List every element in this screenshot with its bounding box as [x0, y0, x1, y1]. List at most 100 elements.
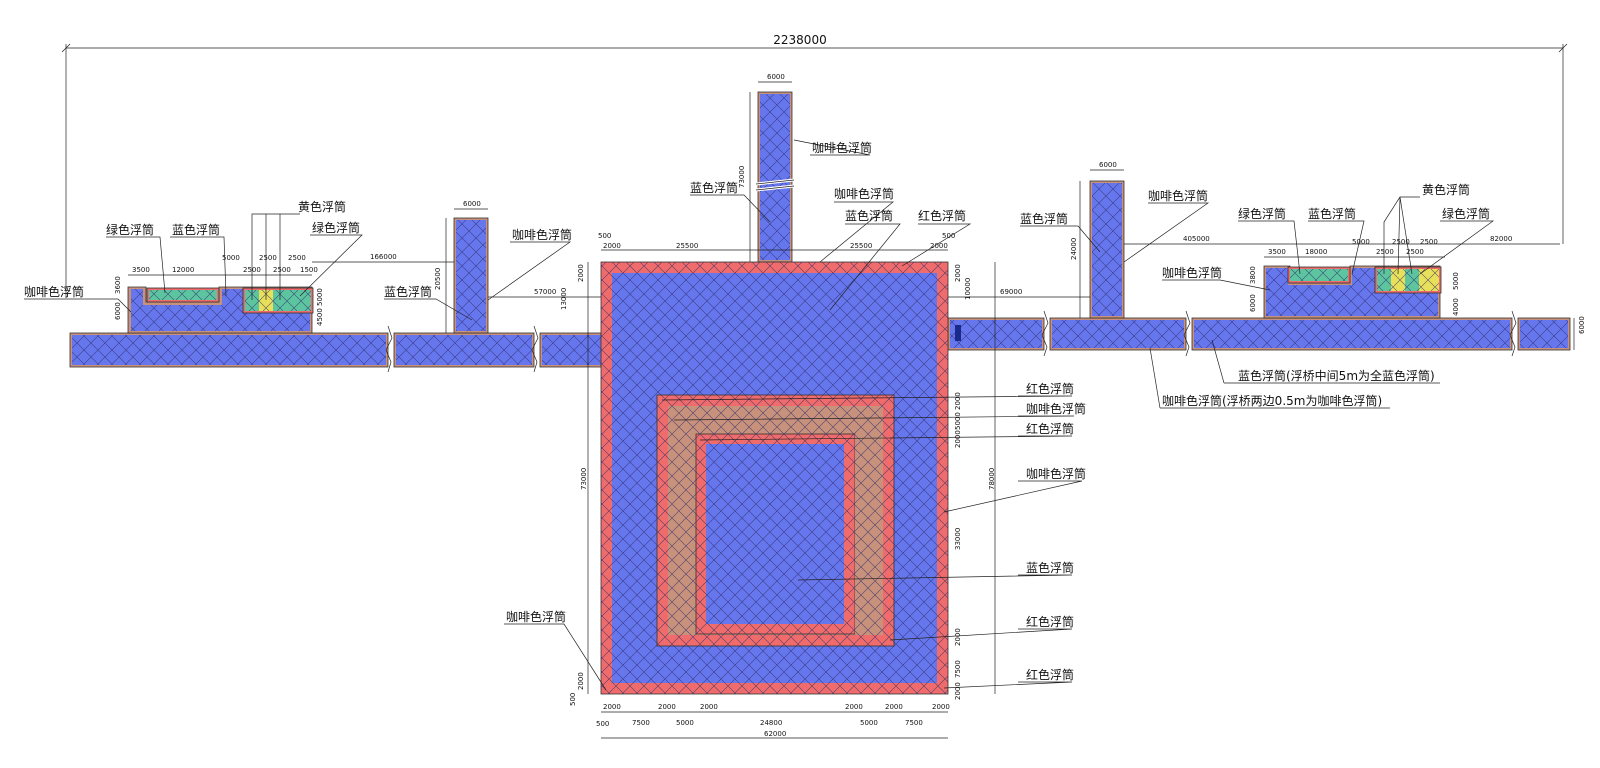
label-bridge-coffee-note: 咖啡色浮筒(浮桥两边0.5m为咖啡色浮筒): [1162, 393, 1382, 408]
left-side-platform: 3500 12000 5000 2500 2500 2500 2500 1500…: [114, 253, 454, 334]
svg-text:3500: 3500: [132, 266, 150, 274]
svg-text:500: 500: [942, 232, 955, 240]
svg-text:3600: 3600: [114, 276, 122, 294]
label-blue-left-platform: 蓝色浮筒: [172, 222, 220, 237]
svg-text:6000: 6000: [1099, 161, 1117, 169]
label-yellow-right: 黄色浮筒: [1422, 182, 1470, 197]
svg-text:6000: 6000: [767, 73, 785, 81]
label-blue-left-arm: 蓝色浮筒: [384, 284, 432, 299]
svg-text:5000: 5000: [676, 719, 694, 727]
svg-text:73000: 73000: [738, 166, 746, 188]
svg-text:2000: 2000: [954, 628, 962, 646]
svg-text:2000: 2000: [603, 703, 621, 711]
svg-text:2000: 2000: [577, 264, 585, 282]
label-red-inner-1: 红色浮筒: [1026, 381, 1074, 396]
svg-text:2500: 2500: [1406, 248, 1424, 256]
label-blue-inner: 蓝色浮筒: [1026, 560, 1074, 575]
svg-text:5000: 5000: [222, 254, 240, 262]
svg-text:3800: 3800: [1249, 266, 1257, 284]
svg-text:500: 500: [569, 693, 577, 706]
svg-text:6000: 6000: [114, 302, 122, 320]
svg-text:5000: 5000: [1352, 238, 1370, 246]
svg-text:2000: 2000: [700, 703, 718, 711]
overall-dimension-text: 2238000: [773, 33, 826, 47]
svg-text:2000: 2000: [658, 703, 676, 711]
svg-text:73000: 73000: [580, 468, 588, 490]
label-yellow-left: 黄色浮筒: [298, 199, 346, 214]
svg-text:6000: 6000: [463, 200, 481, 208]
svg-text:12000: 12000: [172, 266, 194, 274]
label-green-right-2: 绿色浮筒: [1442, 206, 1490, 221]
left-vertical-arm: 6000 20500 57000: [434, 200, 601, 334]
label-coffee-top-arm: 咖啡色浮筒: [812, 140, 872, 155]
label-green-right: 绿色浮筒: [1238, 206, 1286, 221]
svg-text:2500: 2500: [259, 254, 277, 262]
label-blue-right-platform: 蓝色浮筒: [1308, 206, 1356, 221]
overall-dimension: 2238000: [61, 33, 1568, 298]
svg-text:2000: 2000: [932, 703, 950, 711]
svg-text:2000: 2000: [930, 242, 948, 250]
label-coffee-square-right: 咖啡色浮筒: [1026, 466, 1086, 481]
right-side-platform: 3500 18000 5000 2500 2500 2500 2500 8200…: [1249, 235, 1512, 319]
svg-text:78000: 78000: [988, 468, 996, 490]
svg-text:4000: 4000: [1452, 298, 1460, 316]
svg-text:2500: 2500: [288, 254, 306, 262]
svg-text:2000: 2000: [954, 392, 962, 410]
svg-text:25500: 25500: [850, 242, 872, 250]
svg-text:2000: 2000: [885, 703, 903, 711]
main-bridge: 6000: [69, 310, 1586, 373]
label-coffee-right-platform: 咖啡色浮筒: [1162, 265, 1222, 280]
svg-text:57000: 57000: [534, 288, 556, 296]
label-red-inner-2: 红色浮筒: [1026, 421, 1074, 436]
svg-text:25500: 25500: [676, 242, 698, 250]
label-green-left-2: 绿色浮筒: [312, 220, 360, 235]
svg-text:7500: 7500: [905, 719, 923, 727]
svg-text:5000: 5000: [316, 288, 324, 306]
label-red-square-top: 红色浮筒: [918, 208, 966, 223]
svg-text:7500: 7500: [632, 719, 650, 727]
label-bridge-blue-note: 蓝色浮筒(浮桥中间5m为全蓝色浮筒): [1238, 368, 1435, 383]
leader-lines: [24, 139, 1495, 691]
label-coffee-left: 咖啡色浮筒: [24, 284, 84, 299]
svg-text:2000: 2000: [603, 242, 621, 250]
labels: 咖啡色浮筒 绿色浮筒 蓝色浮筒 黄色浮筒 绿色浮筒 蓝色浮筒 咖啡色浮筒 咖啡色…: [24, 140, 1490, 682]
svg-text:3500: 3500: [1268, 248, 1286, 256]
label-coffee-square-left: 咖啡色浮筒: [506, 609, 566, 624]
svg-text:4500: 4500: [316, 308, 324, 326]
svg-text:2000: 2000: [954, 430, 962, 448]
label-red-outer: 红色浮筒: [1026, 667, 1074, 682]
svg-text:10000: 10000: [964, 278, 972, 300]
svg-text:1500: 1500: [300, 266, 318, 274]
svg-text:6000: 6000: [1249, 294, 1257, 312]
svg-text:500: 500: [596, 720, 609, 728]
label-coffee-inner: 咖啡色浮筒: [1026, 401, 1086, 416]
svg-text:5000: 5000: [1452, 272, 1460, 290]
svg-text:24800: 24800: [760, 719, 782, 727]
svg-text:5000: 5000: [860, 719, 878, 727]
svg-text:166000: 166000: [370, 253, 397, 261]
label-red-inner-3: 红色浮筒: [1026, 614, 1074, 629]
svg-text:2500: 2500: [1376, 248, 1394, 256]
svg-text:2000: 2000: [954, 682, 962, 700]
right-vertical-arm: 6000 24000 405000: [1070, 161, 1560, 319]
svg-text:5000: 5000: [954, 412, 962, 430]
svg-text:500: 500: [598, 232, 611, 240]
svg-text:62000: 62000: [764, 730, 786, 738]
label-coffee-square-top: 咖啡色浮筒: [834, 186, 894, 201]
svg-text:2000: 2000: [577, 672, 585, 690]
svg-text:33000: 33000: [954, 528, 962, 550]
label-blue-square: 蓝色浮筒: [845, 208, 893, 223]
svg-text:18000: 18000: [1305, 248, 1327, 256]
label-blue-top-arm: 蓝色浮筒: [690, 180, 738, 195]
svg-text:13000: 13000: [560, 288, 568, 310]
main-square-platform: 2000 25500 25500 2000 500 500 73000 2000…: [560, 232, 1090, 739]
label-blue-right-arm: 蓝色浮筒: [1020, 211, 1068, 226]
svg-text:2000: 2000: [954, 264, 962, 282]
svg-text:7500: 7500: [954, 660, 962, 678]
svg-text:405000: 405000: [1183, 235, 1210, 243]
svg-text:2000: 2000: [845, 703, 863, 711]
svg-text:20500: 20500: [434, 268, 442, 290]
svg-text:82000: 82000: [1490, 235, 1512, 243]
center-top-arm: 6000 73000: [738, 73, 795, 263]
